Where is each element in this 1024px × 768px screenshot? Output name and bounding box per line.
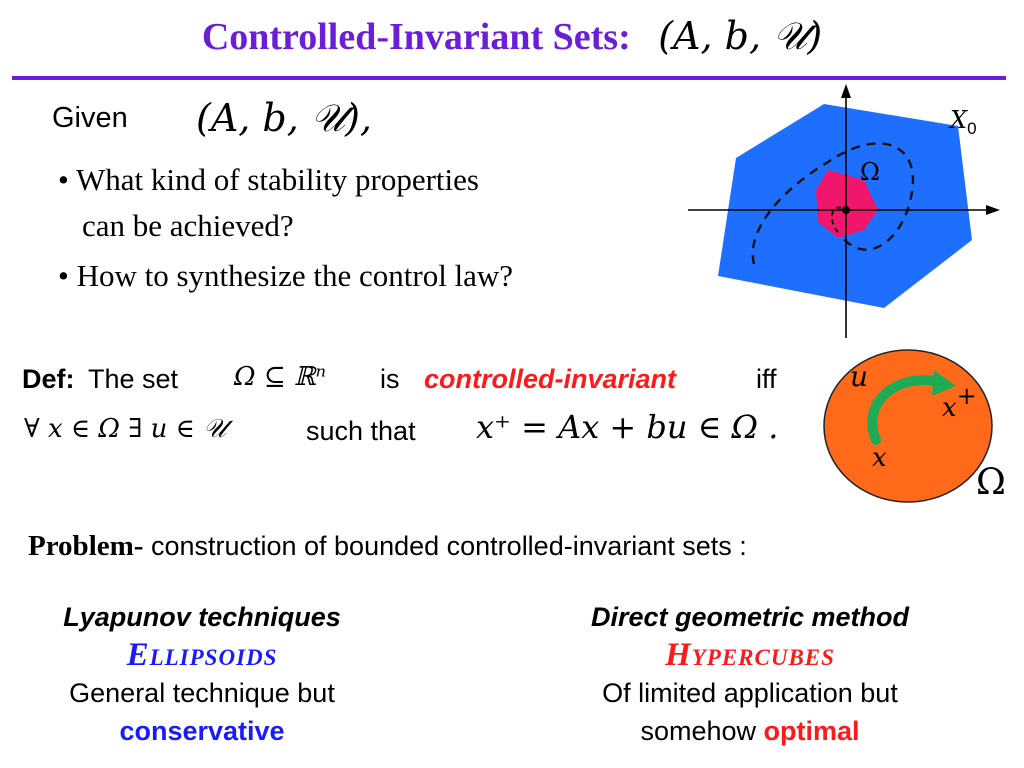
omega-set-label: Ω [976,462,1006,503]
xplus-label: x+ [942,382,977,423]
problem-statement: Problem- construction of bounded control… [28,530,747,563]
lyapunov-heading: Lyapunov techniques [63,602,341,632]
u-label: u [850,360,868,393]
definition-set-text: The set [88,364,179,394]
definition-iff: iff [756,364,777,394]
dashed-trajectory [751,142,915,265]
definition-equation: x⁺ = Ax + bu ∈ Ω . [476,408,779,446]
x0-sub: 0 [967,119,976,138]
controlled-invariant-keyword: controlled-invariant [424,364,677,394]
control-arrowhead-icon [932,370,956,396]
given-label: Given [52,102,128,134]
x-label: x [872,443,887,473]
lyapunov-highlight-line: conservative [4,712,400,750]
column-lyapunov: Lyapunov techniques Ellipsoids General t… [4,598,400,750]
geometric-prefix: somehow [640,716,764,746]
given-math: (A, b, 𝒰), [196,96,373,140]
title-divider [12,76,1006,80]
optimal-highlight: optimal [763,716,860,746]
x0-label: X0 [948,106,977,138]
column-geometric: Direct geometric method Hypercubes Of li… [530,598,970,750]
definition-is: is [380,364,400,394]
controlled-invariant-diagram: u x+ x [823,349,993,503]
y-axis-arrow-icon [841,84,851,98]
bullet-stability: • What kind of stability properties [58,162,479,197]
control-arrow [867,375,945,445]
convergence-arrow [830,206,847,233]
hypercubes-label: Hypercubes [665,637,835,673]
ellipsoids-label: Ellipsoids [126,637,278,673]
invariant-set-diagram: X0 Ω [688,84,1000,338]
bullet-stability-continued: can be achieved? [82,208,294,243]
x0-main: X [948,106,968,134]
definition-set-math: Ω ⊆ ℝⁿ [234,362,327,392]
conservative-highlight: conservative [119,716,285,746]
definition-label: Def: [22,364,75,394]
bullet-control-law: • How to synthesize the control law? [58,258,514,293]
x-axis-arrow-icon [986,205,1000,215]
geometric-highlight-line: somehow optimal [530,712,970,750]
geometric-description: Of limited application but [602,678,898,708]
xplus-main: x [942,393,957,423]
xplus-sup: + [957,382,977,410]
title-text: Controlled-Invariant Sets: [201,16,631,58]
lyapunov-description: General technique but [69,678,335,708]
omega-label: Ω [860,158,880,186]
definition-such-that: such that [306,416,416,446]
geometric-heading: Direct geometric method [590,602,910,632]
definition-quantifier: ∀ x ∈ Ω ∃ u ∈ 𝒰 [24,414,227,444]
title-math: (A, b, 𝒰) [658,14,823,58]
problem-text: construction of bounded controlled-invar… [143,531,747,561]
definition-line: Def: The set [22,364,178,395]
problem-label: Problem- [28,530,144,562]
slide-title: Controlled-Invariant Sets: (A, b, 𝒰) [0,14,1024,59]
